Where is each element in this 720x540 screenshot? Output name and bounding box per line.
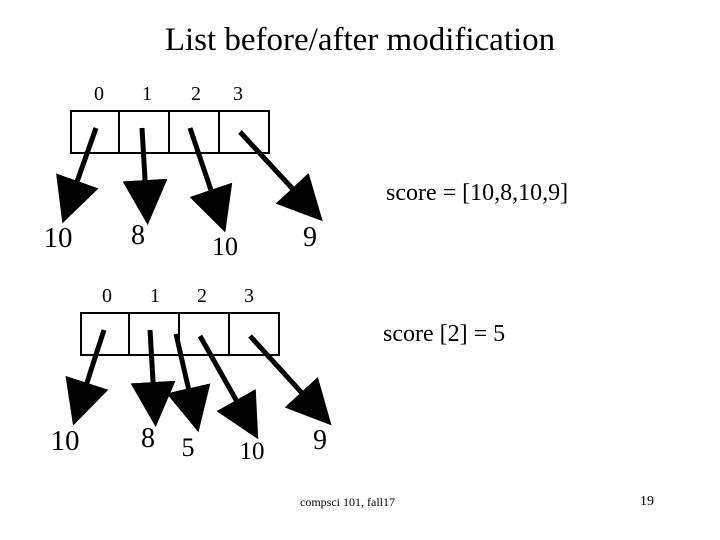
page-title: List before/after modification — [164, 22, 556, 58]
top-value-0: 10 — [43, 222, 73, 254]
top-list-boxes — [70, 110, 270, 154]
bottom-cell-1 — [130, 312, 180, 356]
footer-course: compsci 101, fall17 — [300, 495, 395, 509]
top-value-3: 9 — [303, 222, 317, 253]
bottom-index-1: 1 — [150, 285, 160, 307]
top-index-3: 3 — [233, 83, 243, 105]
top-index-1: 1 — [142, 83, 152, 105]
top-cell-0 — [70, 110, 120, 154]
top-index-0: 0 — [94, 83, 104, 105]
top-cell-2 — [170, 110, 220, 154]
annotation-update: score [2] = 5 — [383, 321, 506, 347]
bottom-index-0: 0 — [102, 285, 112, 307]
bottom-index-2: 2 — [197, 285, 207, 307]
annotation-assignment: score = [10,8,10,9] — [386, 180, 569, 206]
bottom-index-3: 3 — [244, 285, 254, 307]
footer-page-number: 19 — [640, 494, 654, 509]
bottom-value-3: 10 — [239, 438, 265, 465]
bottom-value-4: 9 — [313, 425, 327, 456]
bottom-value-0: 10 — [50, 425, 80, 457]
top-cell-3 — [220, 110, 270, 154]
top-value-1: 8 — [131, 220, 145, 251]
bottom-cell-0 — [80, 312, 130, 356]
bottom-list-boxes — [80, 312, 280, 356]
bottom-value-1: 8 — [141, 423, 155, 454]
bottom-cell-3 — [230, 312, 280, 356]
top-value-2: 10 — [212, 232, 238, 261]
top-cell-1 — [120, 110, 170, 154]
top-index-2: 2 — [191, 83, 201, 105]
bottom-value-2: 5 — [181, 433, 195, 462]
bottom-cell-2 — [180, 312, 230, 356]
